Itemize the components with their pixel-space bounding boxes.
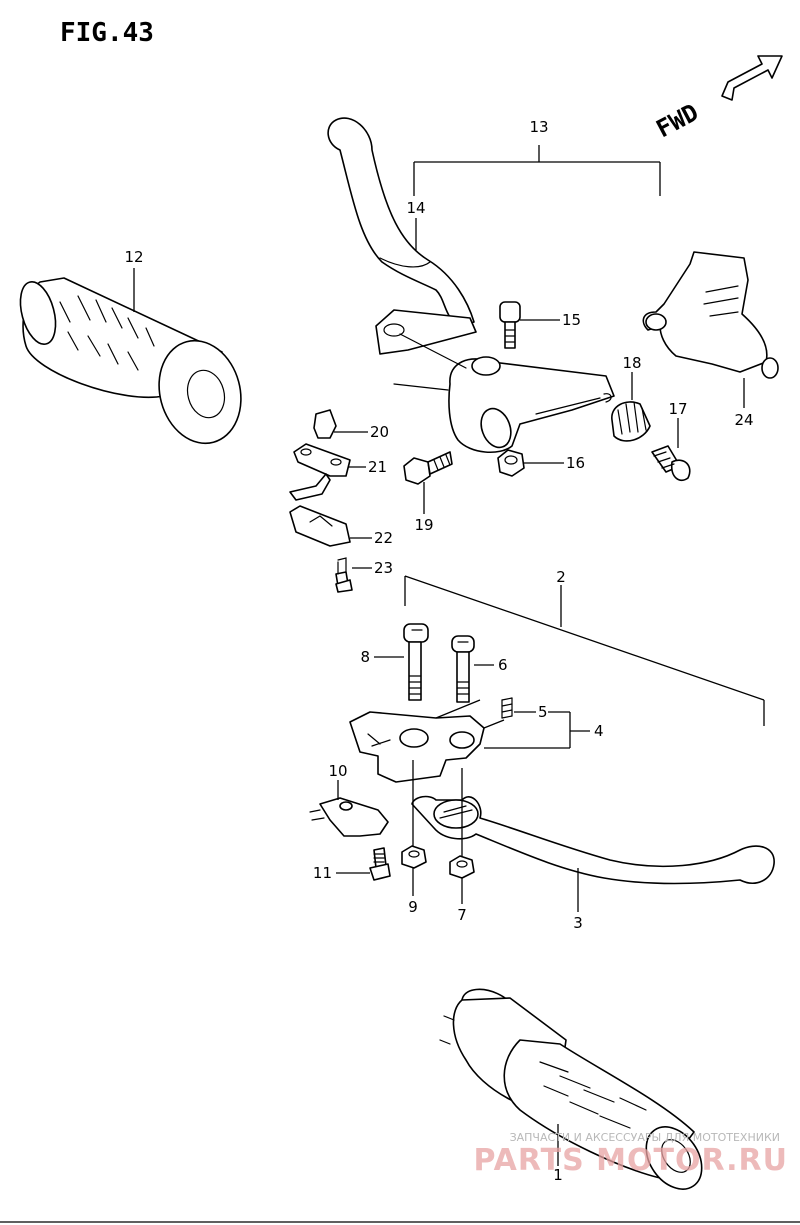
callout-20: 20 (370, 423, 389, 441)
callout-13: 13 (529, 118, 548, 136)
callout-10: 10 (328, 762, 347, 780)
part-21-plate (289, 443, 351, 501)
callout-14: 14 (406, 199, 425, 217)
callout-3: 3 (573, 914, 583, 932)
part-1-throttle-grip (439, 988, 703, 1190)
part-6-pivot-bolt (451, 635, 475, 703)
clutch-lever-holder (375, 309, 615, 454)
watermark-logo: PARTS MOTOR.RU (473, 1143, 788, 1178)
watermark: ЗАПЧАСТИ И АКСЕССУАРЫ ДЛЯ МОТОТЕХНИКИ PA… (473, 1131, 788, 1178)
part-11-screw (369, 847, 391, 881)
callout-9: 9 (408, 898, 418, 916)
part-5-spring (501, 697, 513, 719)
leader-lines (133, 145, 765, 1166)
part-16-nut (497, 449, 525, 477)
part-22-clamp (289, 505, 351, 547)
callout-15: 15 (562, 311, 581, 329)
callout-16: 16 (566, 454, 585, 472)
part-18-adjuster-ring (611, 401, 651, 442)
callout-19: 19 (414, 516, 433, 534)
part-9-nut (401, 845, 427, 869)
part-19-bolt (403, 451, 453, 485)
callout-5: 5 (538, 703, 548, 721)
callout-labels: 13 14 12 15 18 17 24 16 19 20 21 22 23 2… (124, 118, 753, 1184)
callout-23: 23 (374, 559, 393, 577)
figure-title: FIG.43 (60, 18, 154, 48)
callout-24: 24 (734, 411, 753, 429)
callout-12: 12 (124, 248, 143, 266)
part-14-clutch-lever (327, 117, 475, 327)
part-7-nut (449, 855, 475, 879)
part-15-screw (499, 301, 521, 349)
part-8-pivot-bolt (403, 623, 429, 701)
part-17-adjuster-bolt (651, 445, 691, 482)
callout-17: 17 (668, 400, 687, 418)
part-20-clip (313, 409, 337, 439)
callout-1: 1 (553, 1166, 563, 1184)
part-23-screw (335, 557, 353, 593)
part-4-brake-lever-holder (349, 711, 485, 783)
forward-direction-indicator: FWD (652, 55, 783, 143)
fwd-label: FWD (652, 98, 703, 143)
callout-2: 2 (556, 568, 566, 586)
callout-4: 4 (594, 722, 604, 740)
callout-22: 22 (374, 529, 393, 547)
part-3-brake-lever (411, 795, 775, 885)
callout-18: 18 (622, 354, 641, 372)
callout-21: 21 (368, 458, 387, 476)
callout-11: 11 (313, 864, 332, 882)
watermark-tagline: ЗАПЧАСТИ И АКСЕССУАРЫ ДЛЯ МОТОТЕХНИКИ (510, 1131, 780, 1144)
part-12-left-grip (19, 277, 242, 445)
callout-8: 8 (360, 648, 370, 666)
fwd-arrow-icon (721, 55, 783, 101)
part-24-lever-guard (642, 251, 779, 379)
part-10-brake-switch (309, 797, 389, 837)
callout-7: 7 (457, 906, 467, 924)
callout-6: 6 (498, 656, 508, 674)
